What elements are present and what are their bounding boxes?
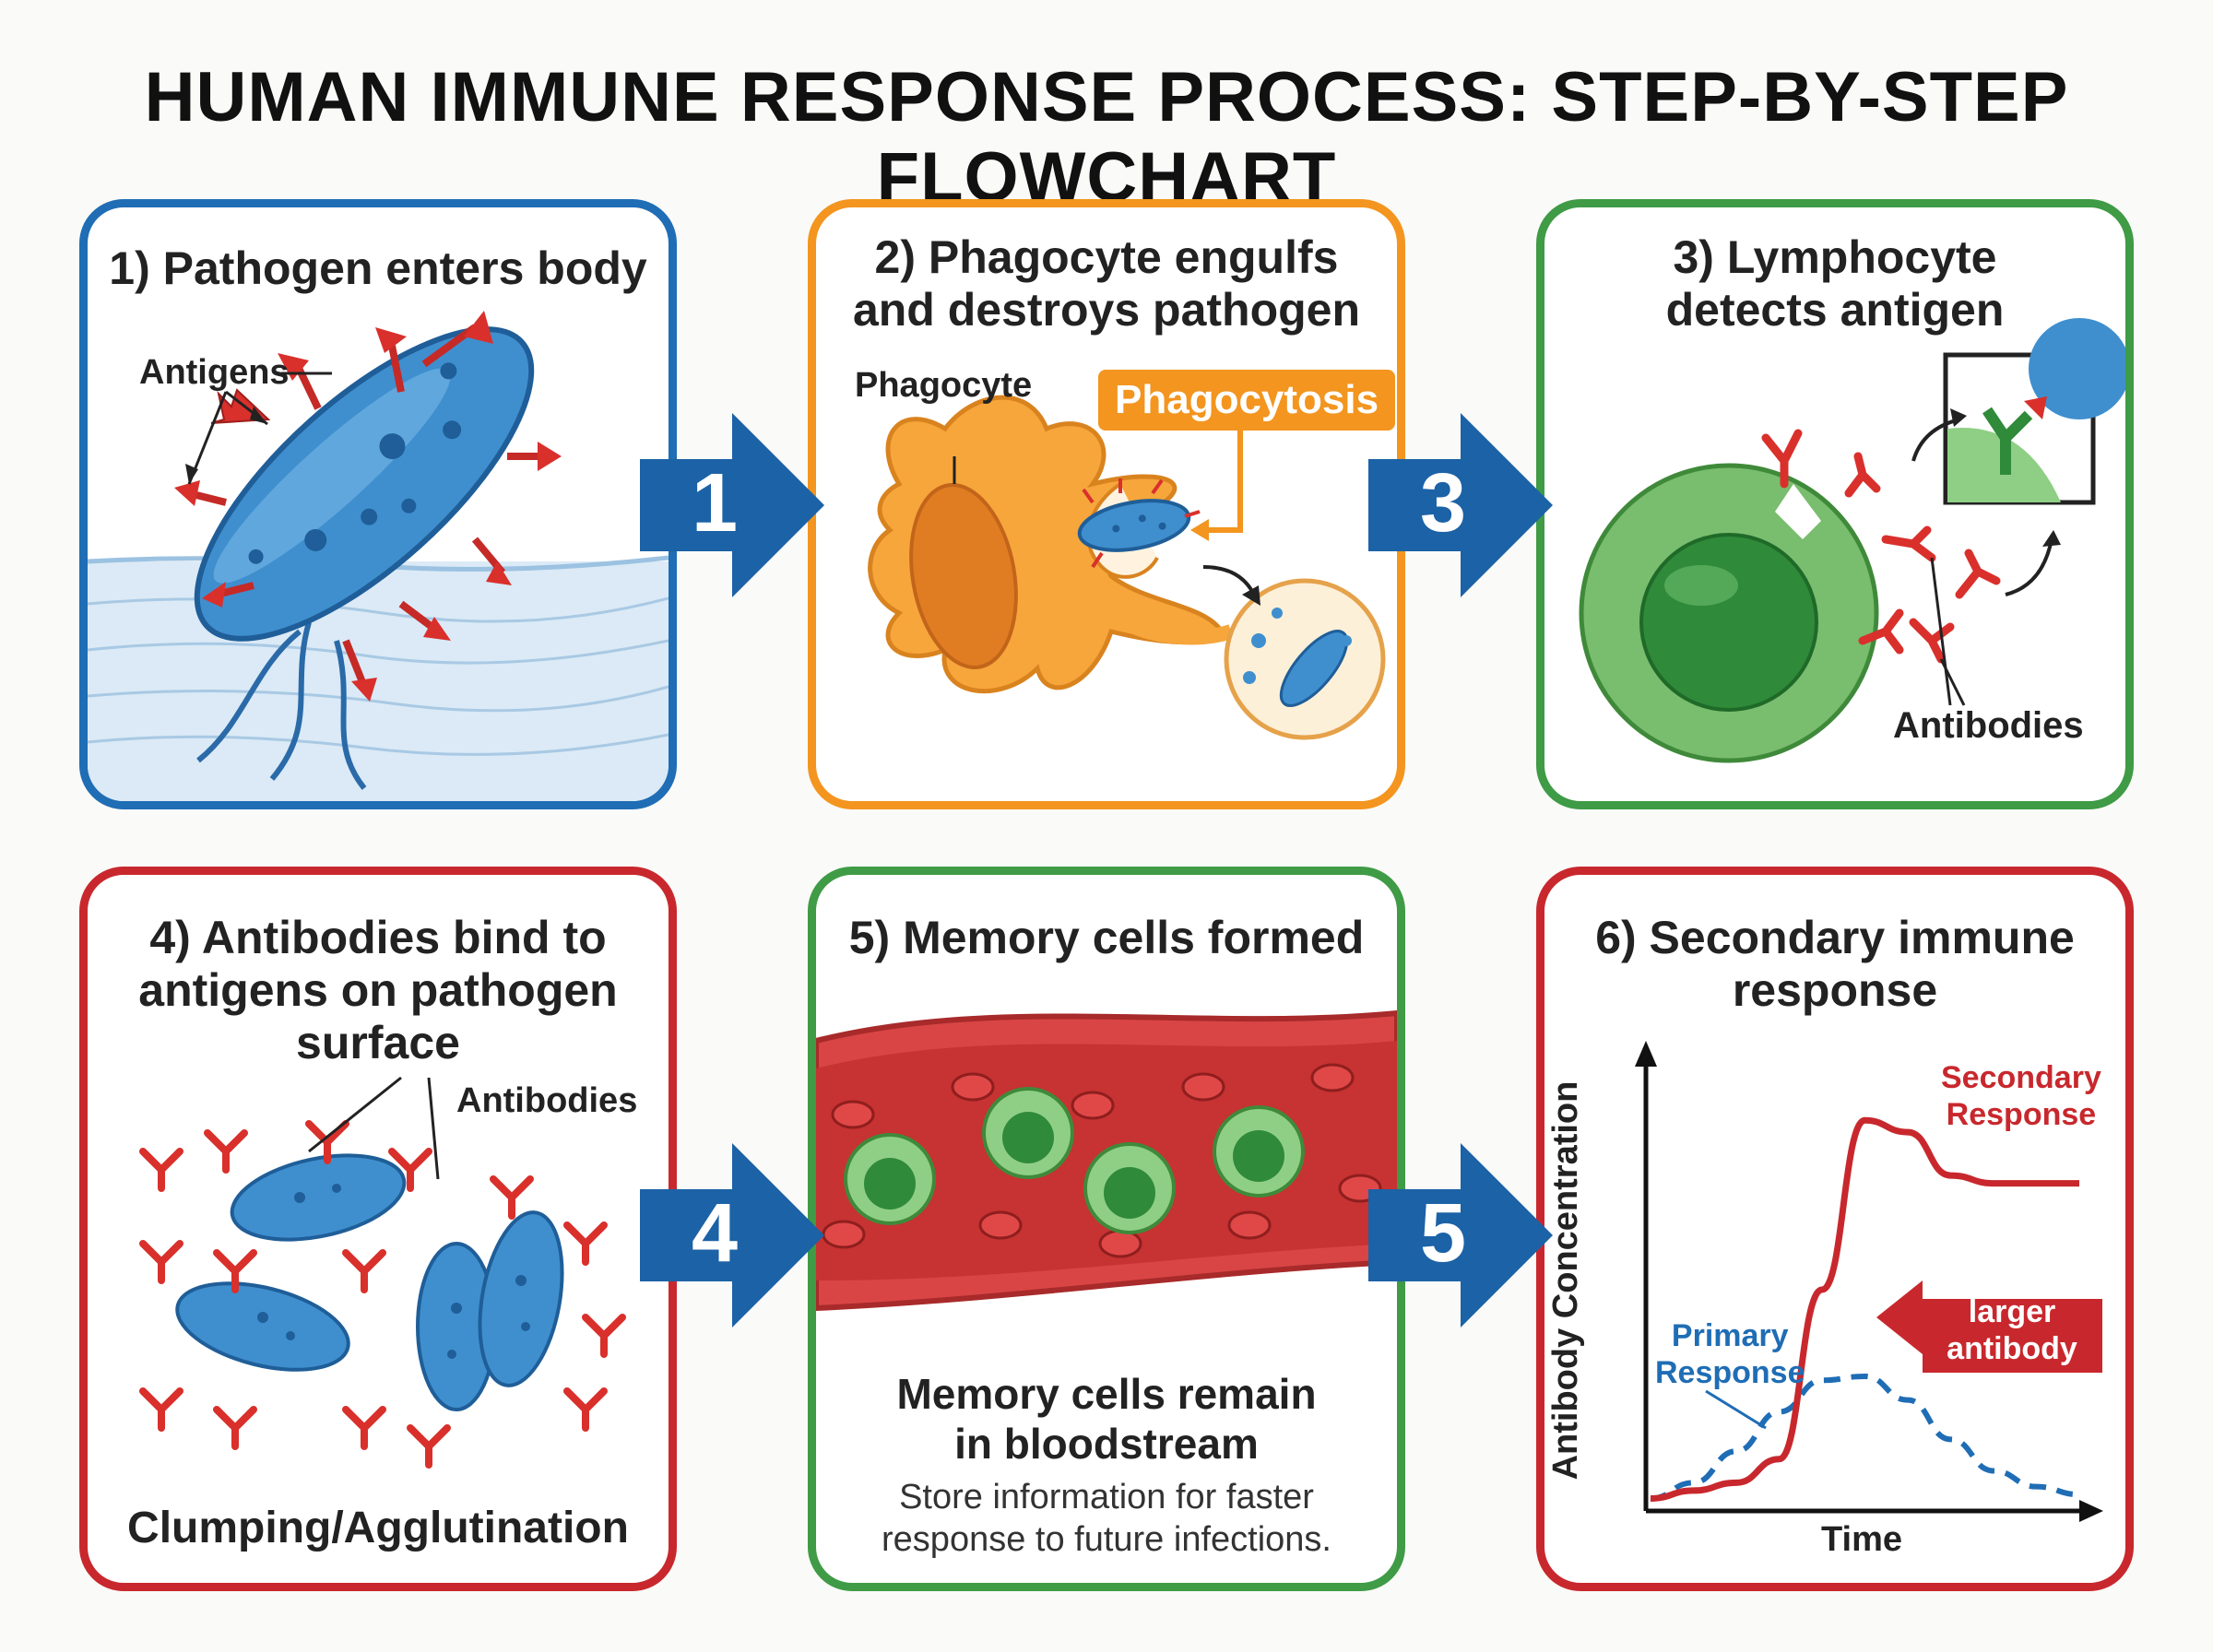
panel-lymphocyte: 3) Lymphocyte detects antigen Antibodies xyxy=(1536,199,2134,809)
pathogen-entry-illustration xyxy=(88,311,669,801)
secondary-response-line xyxy=(1650,1116,2079,1502)
step-arrow-5: 5 xyxy=(1368,1143,1553,1328)
faster-production-arrow xyxy=(1876,1280,2102,1373)
panel-phagocyte: 2) Phagocyte engulfs and destroys pathog… xyxy=(808,199,1405,809)
page-title: HUMAN IMMUNE RESPONSE PROCESS: STEP-BY-S… xyxy=(144,58,2069,217)
phagocyte-label: Phagocyte xyxy=(855,366,1033,405)
memory-detail-line2: response to future infections. xyxy=(882,1520,1331,1559)
panel-4-title-line2: antigens on pathogen xyxy=(138,964,618,1016)
bloodstream-illustration xyxy=(816,1009,1397,1312)
step-arrow-3: 3 xyxy=(1368,413,1553,597)
panel-3-title-line1: 3) Lymphocyte xyxy=(1673,231,1997,283)
panel-memory-cells: 5) Memory cells formed Memory cells rema… xyxy=(808,867,1405,1591)
panel-2-title-line2: and destroys pathogen xyxy=(852,284,1361,336)
memory-note-line2: in bloodstream xyxy=(954,1420,1259,1468)
lymphocyte-illustration xyxy=(1579,318,2125,763)
antibodies-label-4: Antibodies xyxy=(456,1081,638,1120)
agglutination-caption: Clumping/Agglutination xyxy=(127,1504,629,1552)
primary-response-line xyxy=(1650,1373,2080,1502)
panel-4-title-line1: 4) Antibodies bind to xyxy=(149,912,607,963)
panel-2-title-line1: 2) Phagocyte engulfs xyxy=(874,231,1339,283)
panel-5-title: 5) Memory cells formed xyxy=(848,912,1365,963)
x-axis-label: Time xyxy=(1821,1520,1903,1559)
step-arrow-4: 4 xyxy=(640,1143,824,1328)
antibody-chart xyxy=(1635,1041,2103,1522)
panel-antibodies-bind: 4) Antibodies bind to antigens on pathog… xyxy=(79,867,677,1591)
panel-secondary-response: 6) Secondary immune response Antibody Co… xyxy=(1536,867,2134,1591)
memory-note-line1: Memory cells remain xyxy=(896,1370,1317,1418)
panel-6-title-line1: 6) Secondary immune xyxy=(1595,912,2075,963)
antigens-label: Antigens xyxy=(139,353,290,392)
agglutination-illustration xyxy=(139,1076,626,1469)
memory-detail-line1: Store information for faster xyxy=(899,1478,1314,1516)
phagocytosis-illustration xyxy=(868,395,1386,740)
step-arrow-1: 1 xyxy=(640,413,824,597)
panel-3-title-line2: detects antigen xyxy=(1665,284,2005,336)
panel-4-title-line3: surface xyxy=(296,1017,460,1068)
phagocytosis-tag: Phagocytosis xyxy=(1098,370,1396,431)
panel-1-title: 1) Pathogen enters body xyxy=(109,242,647,294)
panel-pathogen-enters: 1) Pathogen enters body Antigens xyxy=(79,199,677,809)
panel-6-title-line2: response xyxy=(1732,964,1938,1016)
antibodies-label-3: Antibodies xyxy=(1893,705,2084,746)
